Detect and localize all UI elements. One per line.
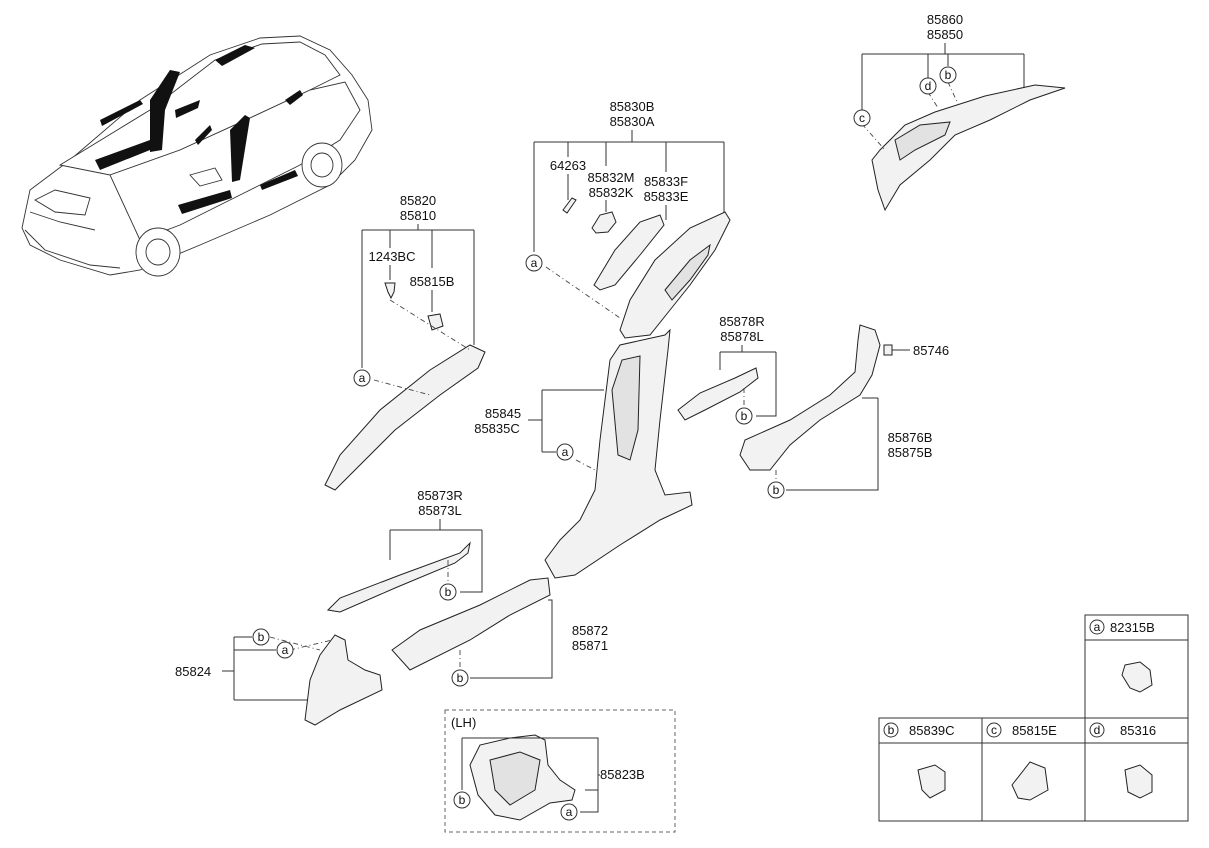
svg-text:c: c	[991, 723, 997, 737]
label-85833F: 85833F	[644, 174, 688, 189]
label-85823B: 85823B	[600, 767, 645, 782]
callout-b: b	[735, 407, 753, 425]
part-group-85873: 85873R 85873L	[326, 488, 483, 613]
label-85845: 85845	[485, 406, 521, 421]
legend-table: a 82315B b 85839C c 85815E d 85316	[878, 614, 1189, 822]
part-group-85746: 85746	[883, 343, 949, 358]
label-85850: 85850	[927, 27, 963, 42]
svg-text:d: d	[1094, 723, 1101, 737]
label-1243BC: 1243BC	[369, 249, 416, 264]
label-85746: 85746	[913, 343, 949, 358]
label-85876B: 85876B	[888, 430, 933, 445]
svg-text:b: b	[457, 671, 464, 685]
label-85832M: 85832M	[588, 170, 635, 185]
part-group-85845: 85845 85835C	[474, 328, 693, 579]
svg-text:a: a	[282, 643, 289, 657]
svg-text:c: c	[859, 111, 865, 125]
svg-text:b: b	[945, 68, 952, 82]
label-85832K: 85832K	[589, 185, 634, 200]
label-85872: 85872	[572, 623, 608, 638]
part-group-85860: 85860 85850	[861, 12, 1066, 212]
clip-85815E-icon	[1011, 761, 1049, 801]
label-85830B: 85830B	[610, 99, 655, 114]
callout-b: b	[252, 628, 270, 646]
label-85835C: 85835C	[474, 421, 520, 436]
clip-82315B-icon	[1121, 661, 1153, 693]
legend-b-part: 85839C	[909, 723, 955, 738]
label-85875B: 85875B	[888, 445, 933, 460]
legend-d-part: 85316	[1120, 723, 1156, 738]
callout-a: a	[353, 369, 371, 387]
label-85830A: 85830A	[610, 114, 655, 129]
part-group-85872: 85872 85871	[391, 577, 608, 679]
label-85824: 85824	[175, 664, 211, 679]
svg-text:a: a	[562, 445, 569, 459]
svg-text:b: b	[741, 409, 748, 423]
legend-c-part: 85815E	[1012, 723, 1057, 738]
legend-a-part: 82315B	[1110, 620, 1155, 635]
callout-b: b	[453, 791, 471, 809]
part-group-85820: 85820 85810 1243BC 85815B	[324, 193, 486, 491]
part-group-85878: 85878R 85878L	[677, 314, 777, 421]
label-85873L: 85873L	[418, 503, 461, 518]
label-85833E: 85833E	[644, 189, 689, 204]
callout-b: b	[451, 669, 469, 687]
car-illustration	[21, 35, 373, 277]
part-group-85830: 85830B 85830A 64263 85832M 85832K 85833F…	[533, 99, 731, 339]
callout-a: a	[556, 443, 574, 461]
callout-d: d	[919, 77, 937, 95]
callout-b: b	[939, 66, 957, 84]
callout-a: a	[560, 803, 578, 821]
label-85810: 85810	[400, 208, 436, 223]
label-85873R: 85873R	[417, 488, 463, 503]
callout-b: b	[767, 481, 785, 499]
svg-text:b: b	[258, 630, 265, 644]
part-group-85824: 85824	[175, 634, 383, 726]
callout-c: c	[853, 109, 871, 127]
clip-85839C-icon	[917, 764, 946, 799]
label-85878L: 85878L	[720, 329, 763, 344]
svg-text:b: b	[459, 793, 466, 807]
svg-text:a: a	[566, 805, 573, 819]
part-group-85876: 85876B 85875B	[739, 324, 933, 491]
svg-text:a: a	[1094, 620, 1101, 634]
legend-c: c 85815E	[986, 722, 1057, 801]
lh-label: (LH)	[451, 715, 476, 730]
label-64263: 64263	[550, 158, 586, 173]
legend-b: b 85839C	[883, 722, 955, 799]
callouts: a a a a a b b b b b b b c d	[252, 66, 957, 821]
svg-text:a: a	[359, 371, 366, 385]
svg-text:b: b	[445, 585, 452, 599]
label-85815B: 85815B	[410, 274, 455, 289]
svg-text:a: a	[531, 256, 538, 270]
callout-a: a	[276, 641, 294, 659]
legend-a: a 82315B	[1089, 619, 1155, 693]
svg-text:b: b	[773, 483, 780, 497]
label-85871: 85871	[572, 638, 608, 653]
label-85820: 85820	[400, 193, 436, 208]
svg-text:b: b	[888, 723, 895, 737]
label-85860: 85860	[927, 12, 963, 27]
label-85878R: 85878R	[719, 314, 765, 329]
clip-85316-icon	[1124, 764, 1153, 799]
callout-b: b	[439, 583, 457, 601]
lh-inset: (LH) 85823B	[444, 709, 676, 833]
legend-d: d 85316	[1089, 722, 1156, 799]
callout-a: a	[525, 254, 543, 272]
svg-text:d: d	[925, 79, 932, 93]
